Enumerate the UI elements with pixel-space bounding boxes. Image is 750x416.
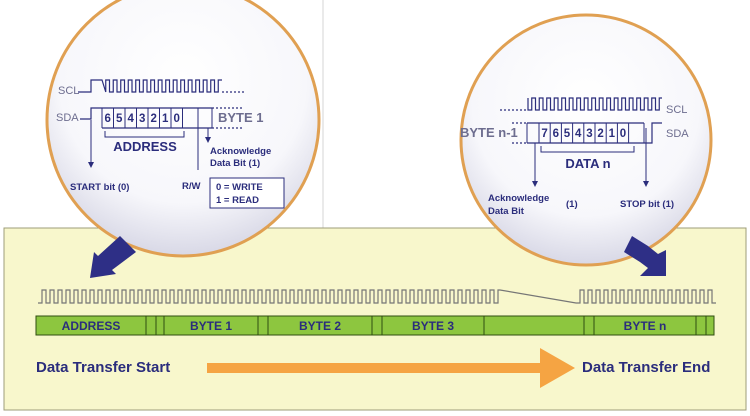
rw-legend-box	[209, 177, 285, 209]
bus-segment-label: BYTE 2	[299, 319, 341, 333]
transfer-start-label: Data Transfer Start	[36, 359, 170, 376]
rw-label: R/W	[182, 181, 201, 192]
bus-clock-waveform	[38, 289, 716, 304]
right-callout-circle	[459, 13, 713, 267]
bus-segment-label: BYTE 1	[190, 319, 232, 333]
right-byte-label: BYTE n-1	[460, 125, 518, 140]
address-bit-3: 3	[139, 113, 145, 125]
address-bit-4: 4	[128, 113, 135, 125]
stop-bit-arrowhead	[643, 181, 649, 187]
bus-segment-label: ADDRESS	[62, 319, 121, 333]
right-sda-stop-edge	[644, 122, 662, 144]
left-ack-label-line2: Data Bit (1)	[210, 158, 260, 169]
left-ack-label-line1: Acknowledge	[210, 146, 271, 157]
bus-ack-cell	[371, 315, 383, 336]
data-bit-4: 4	[575, 128, 582, 140]
start-bit-arrowhead	[88, 162, 94, 168]
left-sda-start-edge	[80, 107, 102, 120]
ack-arrowhead	[205, 137, 211, 143]
right-sda-label: SDA	[666, 128, 689, 140]
bus-segment-label: BYTE n	[624, 319, 667, 333]
stop-bit-label: STOP bit (1)	[620, 199, 674, 210]
right-ack-arrowhead	[532, 181, 538, 187]
bus-ack-cell	[145, 315, 157, 336]
right-scl-waveform	[527, 97, 662, 111]
bus-segments: ADDRESS BYTE 1 BYTE 2 BYTE 3 BYTE n	[35, 315, 715, 336]
bus-ack-cell	[155, 315, 165, 336]
right-zoom-arrow	[624, 236, 666, 276]
bus-ack-cell	[257, 315, 269, 336]
data-bit-0: 0	[620, 128, 626, 140]
bus-ack-cell	[705, 315, 715, 336]
data-bit-5: 5	[564, 128, 571, 140]
start-bit-label: START bit (0)	[70, 182, 129, 193]
data-bit-7: 7	[541, 128, 547, 140]
rw-read-label: 1 = READ	[216, 195, 259, 206]
data-bit-1: 1	[609, 128, 616, 140]
right-ack-label-line1: Acknowledge	[488, 193, 549, 204]
data-bit-6: 6	[553, 128, 559, 140]
address-bit-6: 6	[105, 113, 111, 125]
bus-ack-cell	[483, 315, 585, 336]
bus-ack-cell	[583, 315, 595, 336]
bus-ack-cell	[695, 315, 707, 336]
address-brace	[104, 131, 185, 138]
address-bit-5: 5	[116, 113, 123, 125]
left-zoom-arrow	[90, 236, 136, 278]
data-brace	[540, 146, 635, 153]
bus-segment-label: BYTE 3	[412, 319, 454, 333]
left-scl-label: SCL	[58, 85, 79, 97]
data-bit-2: 2	[597, 128, 603, 140]
left-scl-waveform	[78, 79, 222, 93]
rw-write-label: 0 = WRITE	[216, 182, 263, 193]
address-bit-1: 1	[162, 113, 169, 125]
address-bit-2: 2	[151, 113, 157, 125]
transfer-direction-arrow	[207, 348, 575, 388]
address-label: ADDRESS	[113, 139, 177, 154]
right-scl-label: SCL	[666, 104, 687, 116]
data-label: DATA n	[565, 156, 610, 171]
left-sda-label: SDA	[56, 112, 79, 124]
right-ack-suffix: (1)	[566, 199, 578, 210]
address-bit-0: 0	[174, 113, 180, 125]
data-bit-3: 3	[586, 128, 592, 140]
right-ack-label-line2: Data Bit	[488, 206, 525, 217]
left-byte-label: BYTE 1	[218, 110, 264, 125]
transfer-end-label: Data Transfer End	[582, 359, 710, 376]
